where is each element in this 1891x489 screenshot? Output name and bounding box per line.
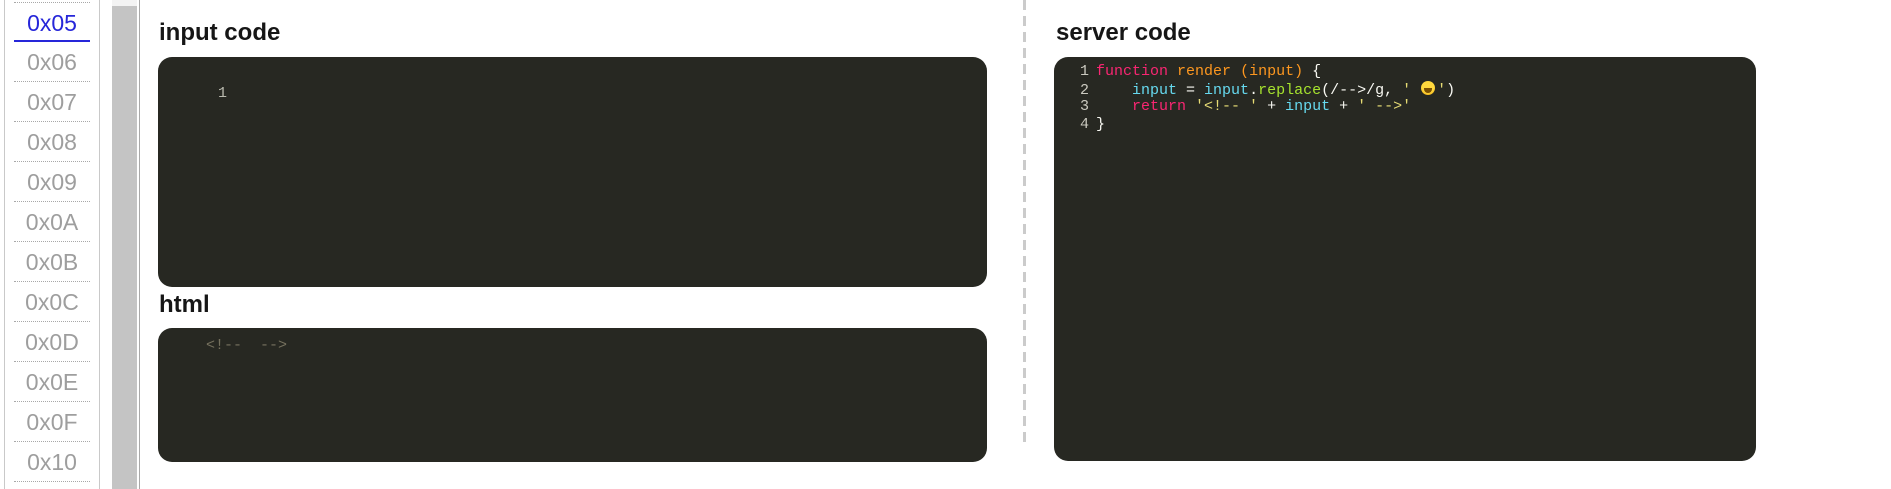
- sidebar-item-0x09[interactable]: 0x09: [14, 162, 90, 202]
- code-token: (input): [1240, 63, 1304, 80]
- laughing-emoji: 😂: [1420, 80, 1437, 96]
- code-token: return: [1132, 98, 1187, 115]
- server-line-number: 3: [1079, 98, 1089, 115]
- server-code-line: 1 function render (input) {: [1074, 63, 1756, 81]
- html-output-panel: <!-- -->: [158, 328, 987, 462]
- server-code-heading: server code: [1056, 19, 1191, 46]
- server-code-line: 4}: [1074, 116, 1756, 134]
- sidebar-right-border: [139, 0, 140, 489]
- sidebar-item-0x08[interactable]: 0x08: [14, 122, 90, 162]
- input-code-heading: input code: [159, 19, 281, 46]
- scrollbar-thumb[interactable]: [112, 6, 137, 489]
- sidebar-item-0x07[interactable]: 0x07: [14, 82, 90, 122]
- sidebar-scrollbar[interactable]: [112, 0, 137, 489]
- sidebar-item-0x0D[interactable]: 0x0D: [14, 322, 90, 362]
- code-token: [1168, 63, 1177, 80]
- server-code-line: 2 input = input.replace(/-->/g, ' 😂'): [1074, 80, 1756, 99]
- sidebar-item-0x0C[interactable]: 0x0C: [14, 282, 90, 322]
- sidebar-item-0x05[interactable]: 0x05: [14, 2, 90, 42]
- code-token: input: [1204, 81, 1250, 99]
- sidebar-item-0x10[interactable]: 0x10: [14, 442, 90, 482]
- code-token: ': [1402, 81, 1421, 99]
- code-token: {: [1303, 63, 1322, 80]
- code-token: '<!-- ': [1195, 98, 1259, 115]
- code-token: [1231, 63, 1240, 80]
- level-sidebar: 0x05 0x06 0x07 0x08 0x09 0x0A 0x0B 0x0C …: [4, 0, 100, 489]
- code-token: replace: [1258, 81, 1322, 99]
- code-token: [1186, 98, 1195, 115]
- code-token: ,: [1384, 81, 1403, 99]
- server-line-number: 1: [1079, 63, 1089, 80]
- code-token: .: [1249, 81, 1259, 99]
- code-token: (: [1321, 81, 1331, 99]
- panel-divider: [1023, 0, 1026, 444]
- code-token: [1096, 82, 1132, 99]
- server-line-number: 2: [1079, 81, 1089, 99]
- server-code-line: 3 return '<!-- ' + input + ' -->': [1074, 98, 1756, 116]
- sidebar-item-0x0F[interactable]: 0x0F: [14, 402, 90, 442]
- code-token: function: [1096, 63, 1169, 80]
- sidebar-item-0x0E[interactable]: 0x0E: [14, 362, 90, 402]
- code-token: =: [1177, 81, 1205, 99]
- code-token: input: [1132, 81, 1178, 99]
- sidebar-item-0x06[interactable]: 0x06: [14, 42, 90, 82]
- code-token: /-->/g: [1330, 81, 1385, 99]
- code-token: ': [1437, 81, 1447, 99]
- server-line-number: 4: [1079, 115, 1089, 133]
- code-token: [1096, 98, 1132, 115]
- sidebar-item-0x0B[interactable]: 0x0B: [14, 242, 90, 282]
- sidebar-item-0x0A[interactable]: 0x0A: [14, 202, 90, 242]
- html-heading: html: [159, 291, 210, 318]
- input-code-editor[interactable]: 1: [158, 57, 987, 287]
- code-token: ): [1446, 81, 1456, 99]
- code-token: input: [1285, 98, 1331, 115]
- code-token: +: [1258, 98, 1286, 115]
- code-token: render: [1177, 63, 1232, 80]
- code-token: +: [1330, 98, 1358, 115]
- code-token: }: [1096, 115, 1106, 133]
- code-token: ' -->': [1357, 98, 1412, 115]
- input-line-number: 1: [218, 84, 228, 102]
- html-output-comment: <!-- -->: [206, 337, 288, 354]
